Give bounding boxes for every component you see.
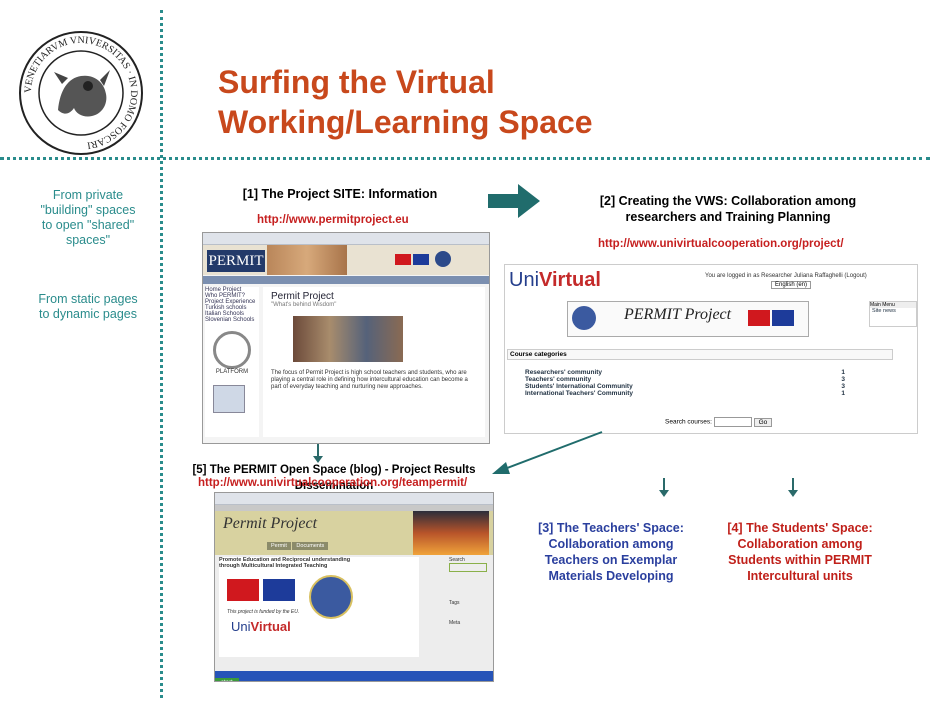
nav-item[interactable]: Slovenian Schools [205, 317, 255, 323]
banner-turkey-flag-icon [748, 310, 770, 326]
categories-title: Course categories [507, 349, 893, 360]
blog-brand-uni: Uni [231, 619, 251, 634]
go-button[interactable]: Go [753, 417, 773, 427]
taskbar: start [215, 671, 493, 681]
category-name: Students' International Community [525, 383, 633, 390]
sunset-image [413, 511, 489, 555]
horizontal-divider [0, 157, 930, 160]
turkey-flag-icon [395, 254, 411, 265]
categories-list: Researchers' community 1 Teachers' commun… [525, 369, 845, 397]
nav-item[interactable]: Project Experience [205, 299, 256, 305]
blog-search-input[interactable] [449, 563, 487, 572]
blog-turkey-flag-icon [227, 579, 259, 601]
site-news-link[interactable]: Site news [872, 308, 896, 314]
down-arrow-icon [313, 444, 323, 463]
caption-project-site: [1] The Project SITE: Information [242, 187, 438, 201]
blog-search-label: Search [449, 557, 465, 563]
url-teampermit[interactable]: http://www.univirtualcooperation.org/tea… [198, 477, 468, 489]
search-courses-input[interactable] [713, 417, 752, 427]
category-count: 3 [841, 383, 845, 390]
univirtual-brand-virtual: Virtual [539, 269, 601, 291]
right-arrow-icon [488, 184, 540, 218]
login-status: You are logged in as Researcher Juliana … [705, 273, 867, 279]
banner-title: PERMIT Project [624, 306, 732, 323]
side-note-private-shared: From private "building" spaces to open "… [40, 188, 136, 247]
category-count: 1 [841, 390, 845, 397]
emblem-icon [435, 251, 451, 267]
vertical-divider [160, 10, 163, 698]
category-name: Teachers' community [525, 376, 592, 383]
category-name: International Teachers' Community [525, 390, 633, 397]
slide-title: Surfing the Virtual Working/Learning Spa… [218, 62, 638, 142]
platform-logo [213, 331, 251, 369]
language-select[interactable]: English (en) [771, 281, 812, 289]
caption-open-space: [5] The PERMIT Open Space (blog) - Proje… [192, 464, 476, 492]
side-note-static-dynamic: From static pages to dynamic pages [38, 292, 138, 321]
permit-site-screenshot: PERMIT Home Project Who PERMIT? Project … [202, 232, 490, 444]
hands-banner [267, 245, 347, 275]
category-count: 3 [841, 376, 845, 383]
category-row[interactable]: Students' International Community 3 [525, 383, 845, 390]
univirtual-brand-uni: Uni [509, 269, 540, 291]
nav-item[interactable]: Home Project [205, 287, 242, 293]
down-arrow-icon [788, 478, 798, 497]
blog-funded-note: This project is funded by the EU. [227, 609, 300, 615]
title-line-1: Surfing the Virtual [218, 64, 495, 100]
banner-eu-flag-icon [772, 310, 794, 326]
blog-sidebar: Search Tags Meta [449, 557, 489, 657]
main-menu-title: Main Menu [870, 302, 916, 308]
category-row[interactable]: Researchers' community 1 [525, 369, 845, 376]
blog-meta-label: Meta [449, 620, 461, 626]
caption-2-line-1: [2] Creating the VWS: Collaboration amon… [599, 194, 857, 208]
url-permitproject[interactable]: http://www.permitproject.eu [257, 214, 409, 226]
site-subheading: "What's behind Wisdom" [271, 302, 337, 308]
univirtual-screenshot: UniVirtual You are logged in as Research… [504, 264, 918, 434]
tablet-image [213, 385, 245, 413]
permit-brand: PERMIT [207, 250, 265, 272]
blog-tab-documents[interactable]: Documents [292, 542, 329, 550]
eu-flag-icon [413, 254, 429, 265]
start-button[interactable]: start [215, 678, 239, 681]
blog-tagline: Promote Education and Reciprocal underst… [219, 557, 351, 569]
category-row[interactable]: Teachers' community 3 [525, 376, 845, 383]
site-heading: Permit Project [271, 291, 334, 302]
caption-2-line-2: researchers and Training Planning [625, 210, 831, 224]
blog-title: Permit Project [223, 515, 318, 532]
blog-screenshot: Permit Project Permit Documents Promote … [214, 492, 494, 682]
url-univirtual-project[interactable]: http://www.univirtualcooperation.org/pro… [598, 238, 844, 250]
banner-emblem-icon [572, 306, 596, 330]
category-row[interactable]: International Teachers' Community 1 [525, 390, 845, 397]
down-arrow-icon [659, 478, 669, 497]
blog-emblem-icon [309, 575, 353, 619]
blog-eu-flag-icon [263, 579, 295, 601]
nav-item[interactable]: Turkish schools [205, 305, 247, 311]
diagonal-arrow-icon [492, 431, 603, 474]
site-sidebar: Home Project Who PERMIT? Project Experie… [205, 287, 259, 437]
nav-item[interactable]: Who PERMIT? [205, 293, 246, 299]
blog-tab-permit[interactable]: Permit [267, 542, 291, 550]
category-count: 1 [841, 369, 845, 376]
site-main: Permit Project "What's behind Wisdom" Th… [263, 287, 485, 437]
university-seal-logo: VENETIARVM VNIVERSITAS · IN DOMO FOSCARI [19, 31, 143, 155]
browser-toolbar [203, 233, 489, 245]
blog-tags-label: Tags [449, 600, 460, 606]
permit-banner: PERMIT Project [567, 301, 809, 337]
category-name: Researchers' community [525, 369, 603, 376]
title-line-2: Working/Learning Space [218, 104, 593, 140]
nav-item[interactable]: Italian Schools [205, 311, 245, 317]
caption-teachers-space: [3] The Teachers' Space: Collaboration a… [538, 521, 684, 583]
caption-students-space: [4] The Students' Space: Collaboration a… [727, 521, 873, 583]
platform-label: PLATFORM [215, 369, 249, 375]
caption-creating-vws: [2] Creating the VWS: Collaboration amon… [578, 193, 878, 225]
group-photo [293, 316, 403, 362]
main-menu-block: Main Menu Site news [869, 301, 917, 327]
blog-brand-virtual: Virtual [250, 619, 291, 634]
site-body: The focus of Permit Project is high scho… [271, 370, 468, 390]
browser-toolbar [215, 493, 493, 505]
search-label: Search courses: [665, 418, 712, 426]
